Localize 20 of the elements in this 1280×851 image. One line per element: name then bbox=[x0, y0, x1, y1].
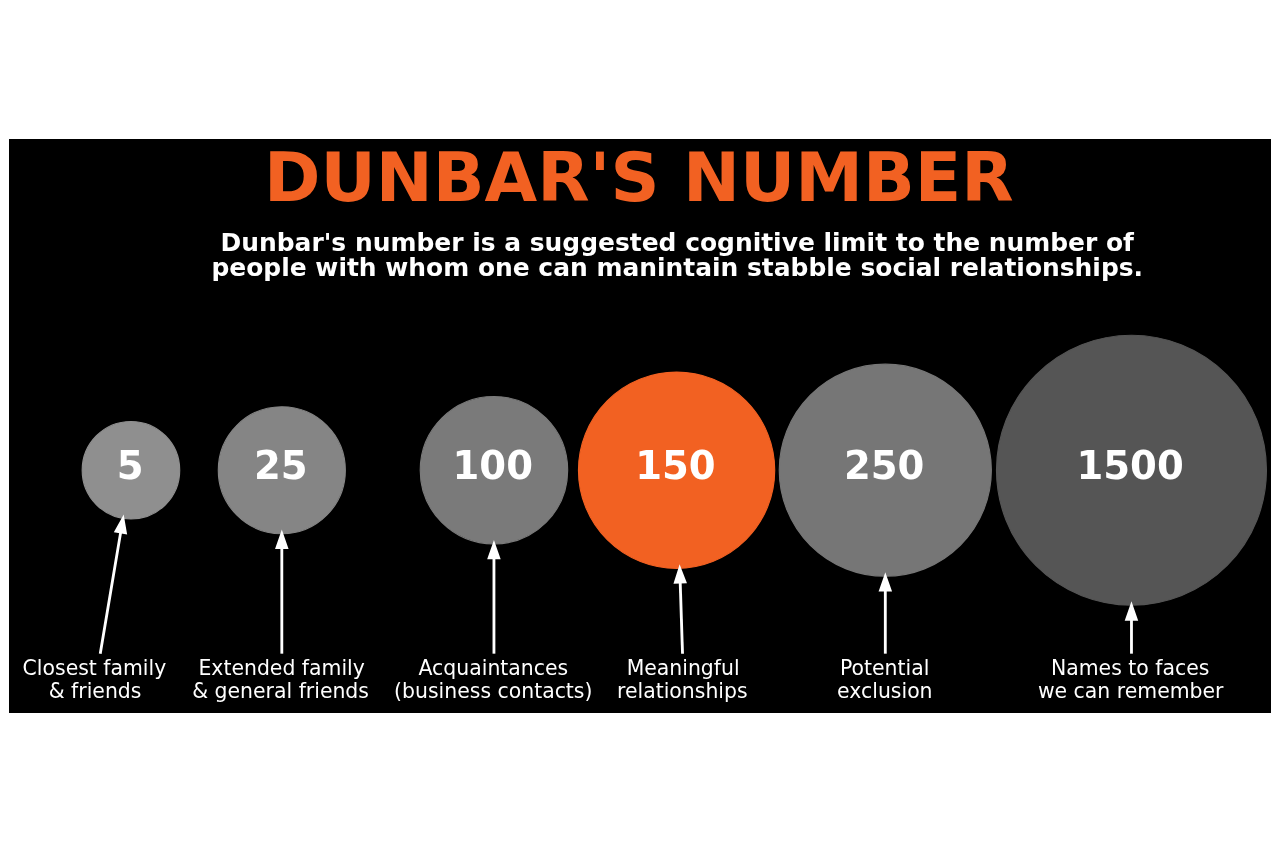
label: Dunbar's number is a suggested cognitive limit to the number of people with whom one can manintain stabble social relationships. bbox=[211, 227, 1144, 282]
node-circle: 100 bbox=[419, 395, 569, 545]
node-text: Names to faces we can remember bbox=[1037, 655, 1224, 703]
node-circle: 25 bbox=[217, 405, 346, 534]
node-text: Extended family & general friends bbox=[192, 655, 369, 703]
node-text: Meaningful relationships bbox=[617, 655, 748, 703]
node-text: Acquaintances (business contacts) bbox=[394, 655, 593, 703]
node-text: Potential exclusion bbox=[837, 655, 933, 703]
arrow bbox=[98, 513, 128, 654]
diagram-title: DUNBAR'S NUMBER bbox=[263, 137, 1014, 217]
node-circle: 1500 bbox=[995, 334, 1268, 606]
arrow bbox=[878, 571, 893, 654]
arrow bbox=[275, 529, 289, 654]
arrow bbox=[1124, 600, 1139, 654]
node-circle: 150 bbox=[577, 371, 776, 569]
node-text: Closest family & friends bbox=[22, 655, 167, 703]
node-circle: 5 bbox=[81, 420, 181, 520]
arrow bbox=[487, 539, 501, 654]
arrow bbox=[673, 563, 687, 654]
node-circle: 250 bbox=[778, 363, 992, 577]
